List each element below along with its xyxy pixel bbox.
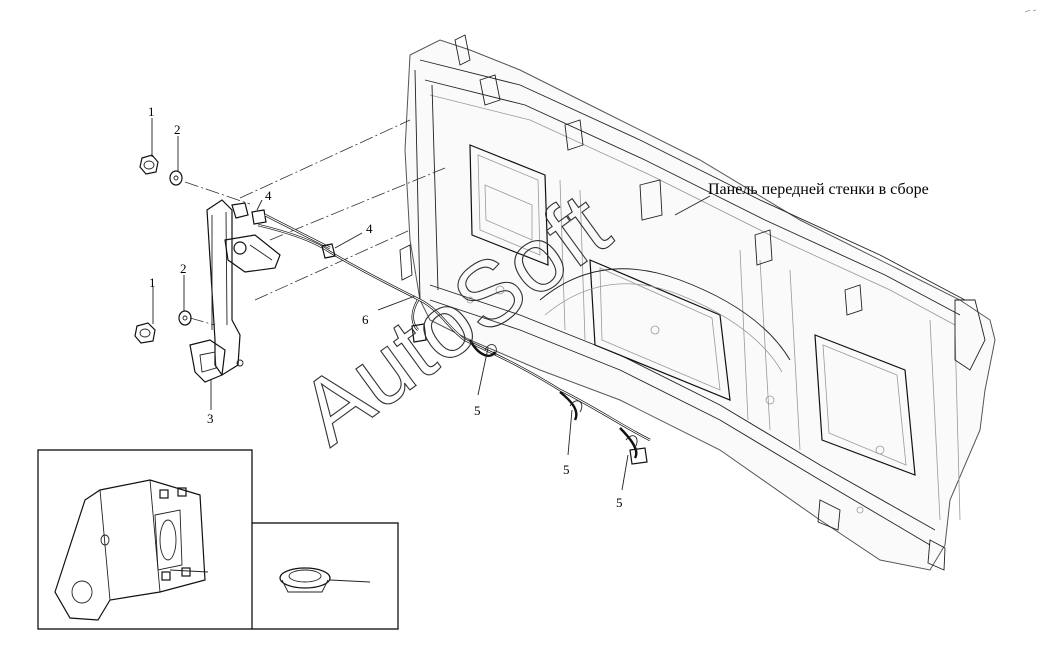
fastener-upper — [139, 154, 183, 186]
callout-4-lower: 4 — [366, 221, 373, 236]
front-wall-panel — [399, 34, 996, 571]
corner-mark — [1024, 9, 1037, 13]
fastener-lower — [134, 310, 192, 344]
inset-bracket-detail — [37, 449, 399, 630]
callout-2-lower: 2 — [180, 261, 187, 276]
callout-5-second: 5 — [563, 462, 570, 477]
inset-grommet-detail — [279, 567, 371, 593]
callout-1-upper: 1 — [148, 104, 155, 119]
callout-2-upper: 2 — [174, 122, 181, 137]
callout-5-third: 5 — [616, 495, 623, 510]
panel-assembly-label: Панель передней стенки в сборе — [708, 181, 929, 198]
bracket-pillar — [189, 199, 281, 383]
callout-4-upper: 4 — [265, 188, 272, 203]
leader-lines — [151, 118, 416, 410]
callout-6: 6 — [362, 312, 369, 327]
callout-3: 3 — [207, 411, 214, 426]
callout-1-lower: 1 — [149, 275, 156, 290]
wiring-harness — [257, 213, 651, 491]
callout-5-first: 5 — [474, 403, 481, 418]
projection-lines — [184, 119, 446, 326]
